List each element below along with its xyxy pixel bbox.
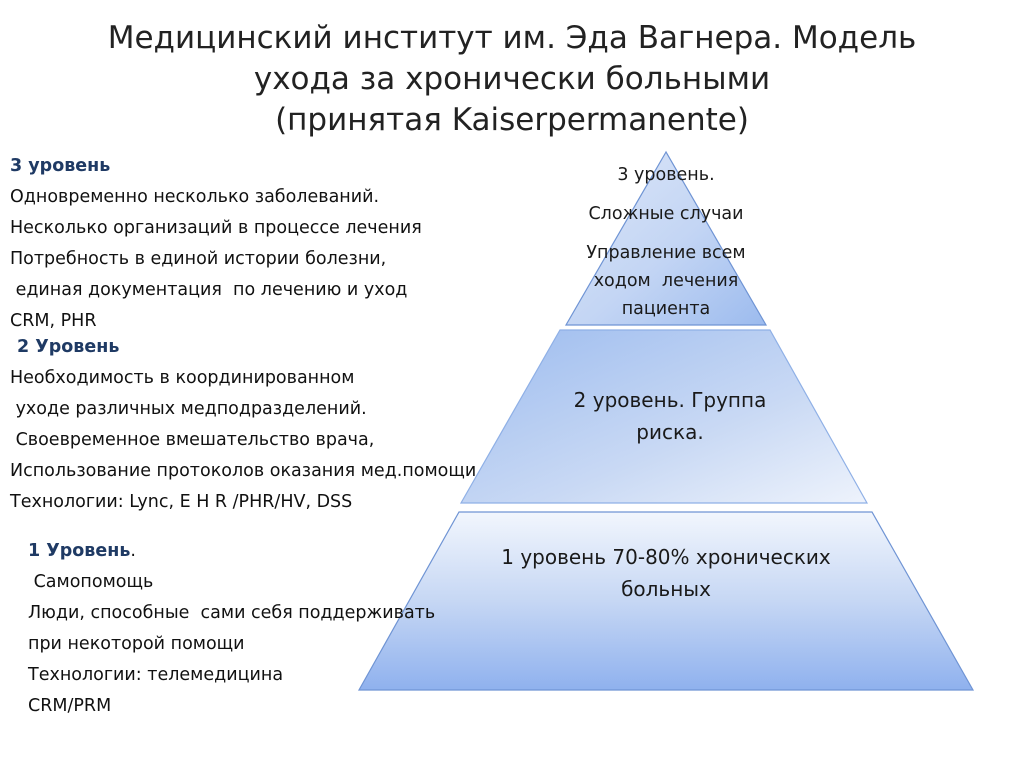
level1-line: Люди, способные сами себя поддерживать (28, 603, 436, 623)
level1-heading-suffix: . (130, 541, 136, 561)
level2-line: Своевременное вмешательство врача, (10, 430, 375, 450)
level2-line: уходе различных медподразделений. (10, 399, 367, 419)
level3-heading: 3 уровень (10, 156, 111, 176)
pyramid-level-3-label: 3 уровень. Сложные случаи Управление все… (556, 161, 776, 323)
level1-line: при некоторой помощи (28, 634, 245, 654)
level1-line: Технологии: телемедицина (28, 665, 284, 685)
pyramid-top-line: Управление всем (586, 243, 746, 263)
level1-heading-row: 1 Уровень. (28, 536, 435, 567)
pyramid-bottom-line: больных (621, 577, 711, 601)
pyramid-middle-line: риска. (636, 420, 704, 444)
level2-line: Необходимость в координированном (10, 368, 355, 388)
pyramid-middle-line: 2 уровень. Группа (573, 388, 767, 412)
pyramid-top-line: Сложные случаи (588, 204, 744, 224)
pyramid-level-2 (459, 329, 869, 504)
pyramid-top-line: ходом лечения (593, 271, 739, 291)
level3-line: Одновременно несколько заболеваний. (10, 187, 380, 207)
level1-line: Самопомощь (28, 572, 154, 592)
level1-line: CRM/PRM (28, 696, 112, 716)
level3-line: Несколько организаций в процессе лечения (10, 218, 422, 238)
pyramid-top-line: пациента (621, 299, 711, 319)
page-title: Медицинский институт им. Эда Вагнера. Мо… (60, 18, 964, 141)
level2-line: Использование протоколов оказания мед.по… (10, 461, 477, 481)
level2-line: Технологии: Lync, E H R /PHR/HV, DSS (10, 492, 353, 512)
pyramid-bottom-line: 1 уровень 70-80% хронических (501, 545, 831, 569)
level3-line: Потребность в единой истории болезни, (10, 249, 387, 269)
title-line: ухода за хронически больными (253, 61, 771, 97)
pyramid-level-3 (564, 150, 768, 326)
pyramid-level-2-label: 2 уровень. Группа риска. (520, 384, 820, 448)
level2-description: 2 Уровень Необходимость в координированн… (10, 332, 476, 518)
level2-heading: 2 Уровень (17, 337, 120, 357)
pyramid-level-1-label: 1 уровень 70-80% хронических больных (456, 541, 876, 605)
level3-description: 3 уровень Одновременно несколько заболев… (10, 151, 422, 337)
level3-line: CRM, PHR (10, 311, 97, 331)
pyramid-level-1 (357, 511, 975, 691)
title-line: Медицинский институт им. Эда Вагнера. Мо… (107, 20, 917, 56)
pyramid-top-line: 3 уровень. (617, 165, 715, 185)
level3-line: единая документация по лечению и уход (10, 280, 408, 300)
level1-heading: 1 Уровень (28, 541, 131, 561)
level1-description: 1 Уровень. Самопомощь Люди, способные са… (28, 536, 435, 722)
title-line: (принятая Kaiserpermanente) (275, 102, 749, 138)
